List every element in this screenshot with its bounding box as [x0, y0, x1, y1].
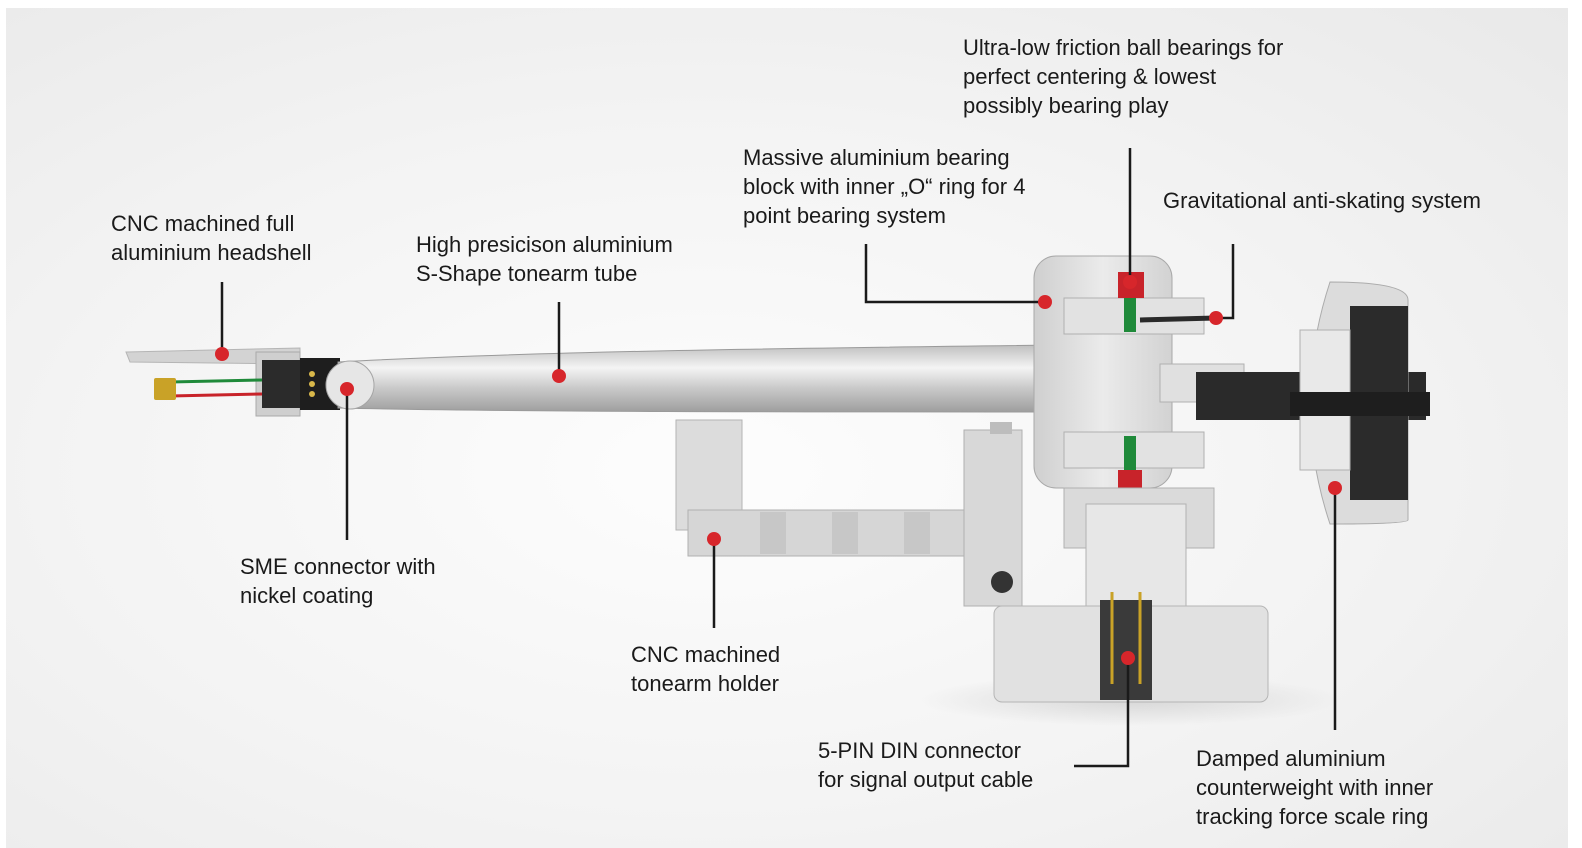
callout-tube: High presicison aluminium S-Shape tonear…	[416, 230, 673, 288]
callout-line: CNC machined full	[111, 211, 295, 236]
counterweight	[1159, 281, 1430, 525]
callout-headshell: CNC machined full aluminium headshell	[111, 209, 312, 267]
marker-ball-bearings	[1123, 275, 1137, 289]
marker-headshell	[215, 347, 229, 361]
callout-line: counterweight with inner	[1196, 775, 1434, 800]
leader-anti-skating	[1216, 244, 1235, 320]
marker-counterweight	[1328, 481, 1342, 495]
callout-line: Massive aluminium bearing	[743, 145, 1010, 170]
marker-bearing-block	[1038, 295, 1052, 309]
markers	[215, 275, 1342, 665]
callout-line: aluminium headshell	[111, 240, 312, 265]
callout-sme-connector: SME connector with nickel coating	[240, 552, 436, 610]
callout-line: point bearing system	[743, 203, 946, 228]
marker-tonearm-holder	[707, 532, 721, 546]
callout-bearing-block: Massive aluminium bearing block with inn…	[743, 143, 1025, 230]
callout-line: nickel coating	[240, 583, 374, 608]
marker-sme-connector	[340, 382, 354, 396]
headshell	[125, 347, 340, 417]
callout-line: perfect centering & lowest	[963, 64, 1217, 89]
callout-ball-bearings: Ultra-low friction ball bearings for per…	[963, 33, 1283, 120]
tonearm-tube	[325, 343, 1161, 413]
leader-bearing-block	[864, 244, 1045, 304]
callout-line: possibly bearing play	[963, 93, 1169, 118]
callout-line: Ultra-low friction ball bearings for	[963, 35, 1284, 60]
marker-din-connector	[1121, 651, 1135, 665]
leader-lines	[220, 148, 1337, 768]
callout-line: SME connector with	[240, 554, 436, 579]
callout-line: for signal output cable	[818, 767, 1034, 792]
callout-line: tracking force scale ring	[1196, 804, 1429, 829]
callout-line: S-Shape tonearm tube	[416, 261, 638, 286]
marker-tube	[552, 369, 566, 383]
callout-line: Damped aluminium	[1196, 746, 1386, 771]
callout-line: tonearm holder	[631, 671, 779, 696]
callout-line: CNC machined	[631, 642, 781, 667]
callout-line: High presicison aluminium	[416, 232, 673, 257]
base-pillar	[993, 487, 1269, 703]
tonearm-holder	[675, 419, 1023, 607]
callout-din-connector: 5-PIN DIN connector for signal output ca…	[818, 736, 1033, 794]
callout-counterweight: Damped aluminium counterweight with inne…	[1196, 744, 1433, 831]
callout-line: block with inner „O“ ring for 4	[743, 174, 1026, 199]
callout-line: 5-PIN DIN connector	[818, 738, 1021, 763]
leader-din-connector	[1074, 658, 1130, 768]
bearing-block	[1033, 255, 1217, 528]
marker-anti-skating	[1209, 311, 1223, 325]
callout-tonearm-holder: CNC machined tonearm holder	[631, 640, 780, 698]
callout-anti-skating: Gravitational anti-skating system	[1163, 186, 1481, 215]
callout-line: Gravitational anti-skating system	[1163, 188, 1481, 213]
